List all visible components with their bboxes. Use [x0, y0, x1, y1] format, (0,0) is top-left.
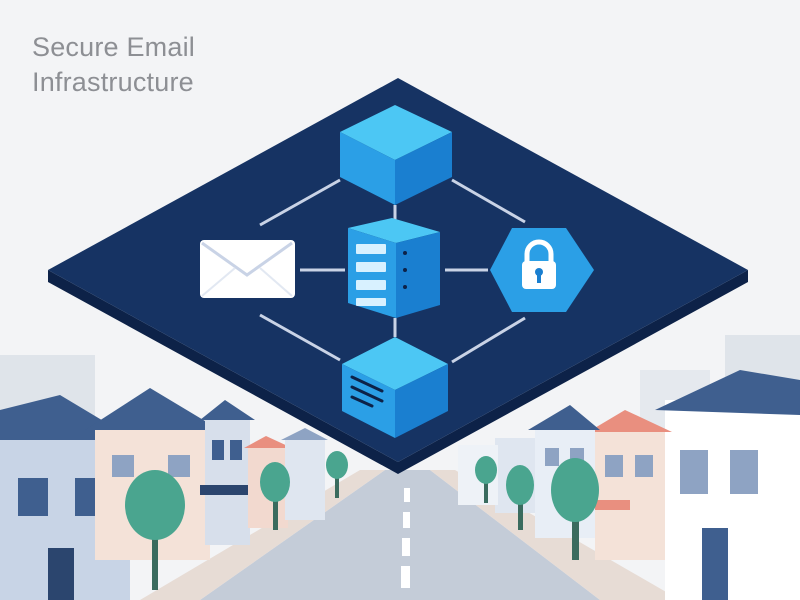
padlock-icon	[490, 228, 594, 312]
document-cube-icon	[342, 337, 448, 438]
title-line-2: Infrastructure	[32, 67, 194, 97]
lane-markings	[401, 488, 410, 588]
server-icon	[348, 218, 440, 318]
page-title: Secure Email Infrastructure	[32, 30, 195, 100]
houses-right	[458, 370, 800, 600]
cube-icon	[340, 105, 452, 205]
connector-lines	[259, 178, 526, 364]
envelope-icon	[200, 240, 295, 298]
title-line-1: Secure Email	[32, 32, 195, 62]
trees	[125, 451, 599, 590]
